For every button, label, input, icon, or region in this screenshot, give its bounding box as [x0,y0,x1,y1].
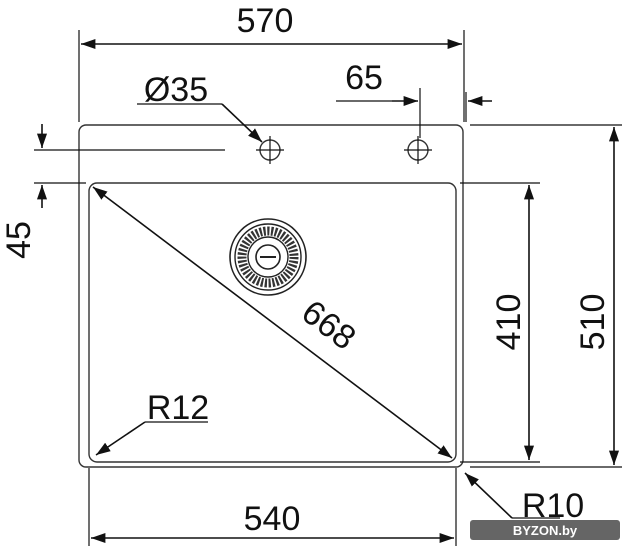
watermark-text: BYZON.by [513,523,578,538]
label-510: 510 [574,294,612,351]
drain-icon [229,218,307,296]
watermark-badge: BYZON.by [470,520,620,540]
label-diameter: Ø35 [144,71,208,109]
outer-outline [78,124,464,468]
label-r10: R10 [522,487,584,525]
label-45: 45 [0,221,38,259]
tap-hole-right [404,136,432,164]
label-570: 570 [237,2,294,40]
label-r12: R12 [147,389,209,427]
dim-line-668 [92,186,453,459]
label-65: 65 [345,59,383,97]
leader-r10 [464,472,513,519]
label-540: 540 [244,500,301,538]
leader-diameter [221,103,263,143]
tap-hole-left [256,136,284,164]
label-410: 410 [490,294,528,351]
inner-bowl-outline [88,182,457,463]
leader-r12 [95,421,146,456]
